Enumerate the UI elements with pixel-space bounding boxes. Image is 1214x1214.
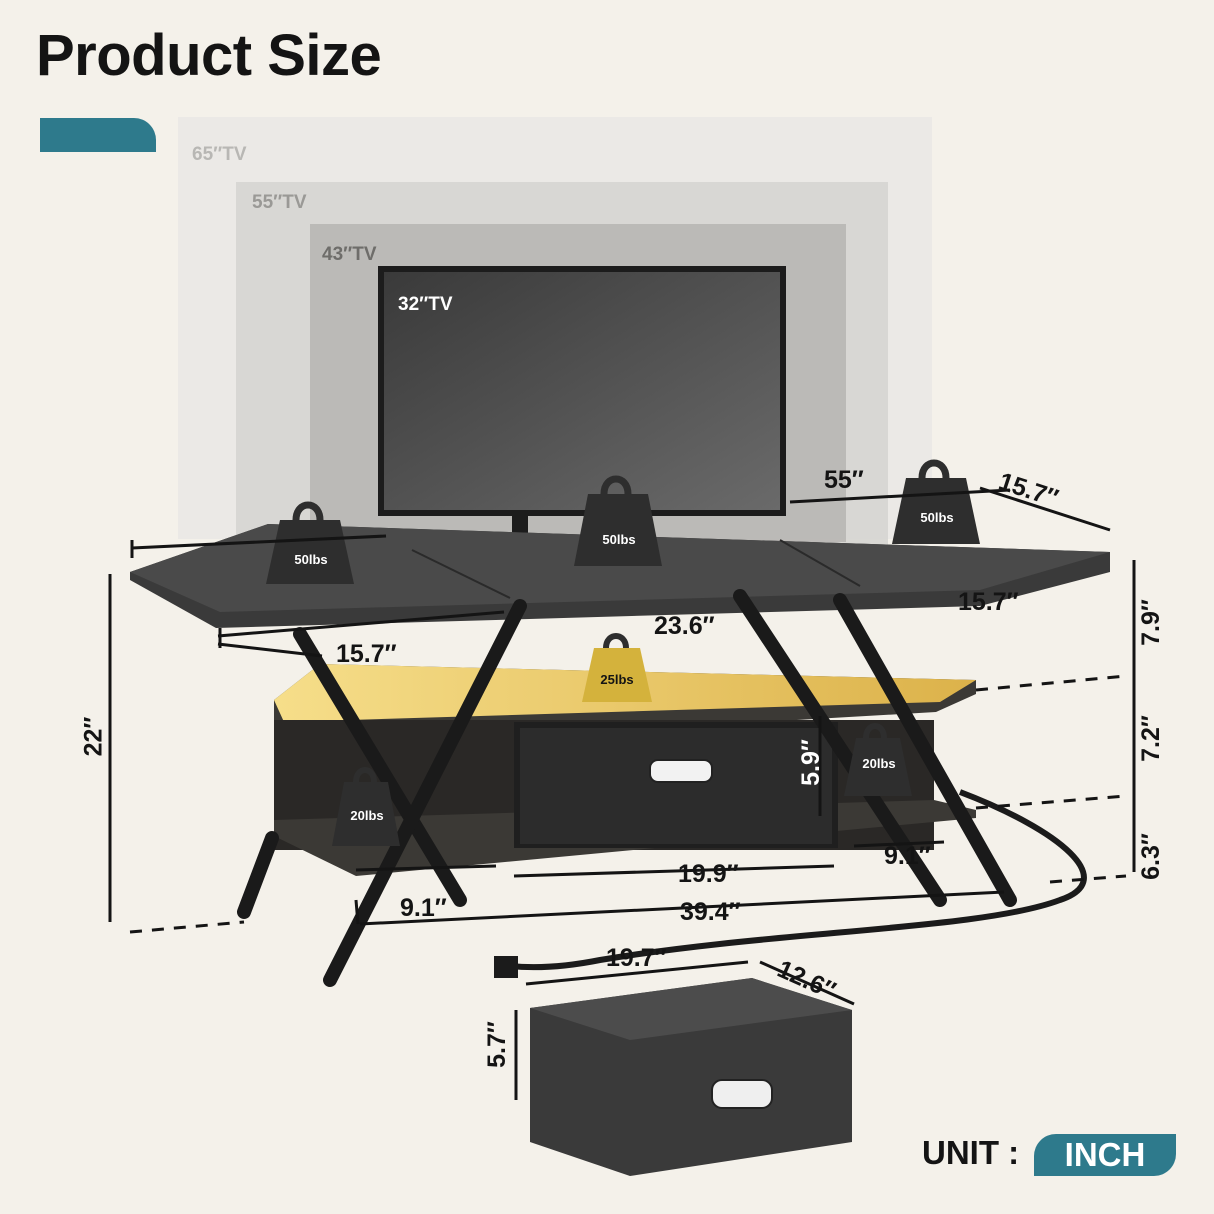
dim-top-length: 55″ bbox=[824, 466, 864, 494]
weight-left-cubby-label: 20lbs bbox=[350, 808, 384, 823]
title-accent-bar bbox=[40, 118, 156, 152]
weight-right-cubby bbox=[844, 723, 912, 796]
weight-top-right-label: 50lbs bbox=[920, 510, 954, 525]
dimension-lines bbox=[108, 486, 1136, 1100]
x-frame-legs bbox=[237, 589, 1017, 987]
power-plug bbox=[494, 956, 518, 978]
dim-drawer-height: 5.7″ bbox=[482, 1021, 511, 1068]
tv-65-label: 65″TV bbox=[192, 144, 247, 165]
unit-label: UNIT : bbox=[922, 1134, 1020, 1171]
dim-bottom-length: 39.4″ bbox=[680, 898, 741, 926]
dim-drawer-opening-width: 19.9″ bbox=[678, 860, 739, 888]
weight-top-left bbox=[266, 501, 354, 584]
tv-43-label: 43″TV bbox=[322, 244, 377, 265]
weight-top-left-label: 50lbs bbox=[294, 552, 328, 567]
dim-total-height: 22″ bbox=[79, 716, 108, 757]
weight-top-center-label: 50lbs bbox=[602, 532, 636, 547]
power-cord bbox=[509, 789, 1087, 971]
weight-middle-shelf bbox=[582, 633, 652, 702]
dim-left-cubby-width: 9.1″ bbox=[400, 894, 447, 922]
dim-left-top-depth: 15.7″ bbox=[336, 640, 397, 668]
dim-right-top-depth: 15.7″ bbox=[958, 588, 1019, 616]
dim-drawer-opening-height: 5.9″ bbox=[796, 739, 825, 786]
tv-32-label: 32″TV bbox=[398, 294, 453, 315]
page-title: Product Size bbox=[36, 23, 382, 88]
dim-drawer-width: 19.7″ bbox=[606, 944, 667, 972]
dim-right-cubby-width: 9.1″ bbox=[884, 842, 931, 870]
weight-middle-shelf-label: 25lbs bbox=[600, 672, 634, 687]
unit-badge bbox=[1034, 1134, 1176, 1176]
weight-right-cubby-label: 20lbs bbox=[862, 756, 896, 771]
weight-left-cubby bbox=[332, 767, 400, 846]
dim-upper-gap: 7.9″ bbox=[1136, 599, 1165, 646]
dim-middle-gap: 7.2″ bbox=[1136, 715, 1165, 762]
dim-lower-gap: 6.3″ bbox=[1136, 833, 1165, 880]
tv-55-label: 55″TV bbox=[252, 192, 307, 213]
weight-top-center bbox=[574, 475, 662, 566]
unit-value: INCH bbox=[1064, 1136, 1146, 1173]
dim-center-top-width: 23.6″ bbox=[654, 612, 715, 640]
